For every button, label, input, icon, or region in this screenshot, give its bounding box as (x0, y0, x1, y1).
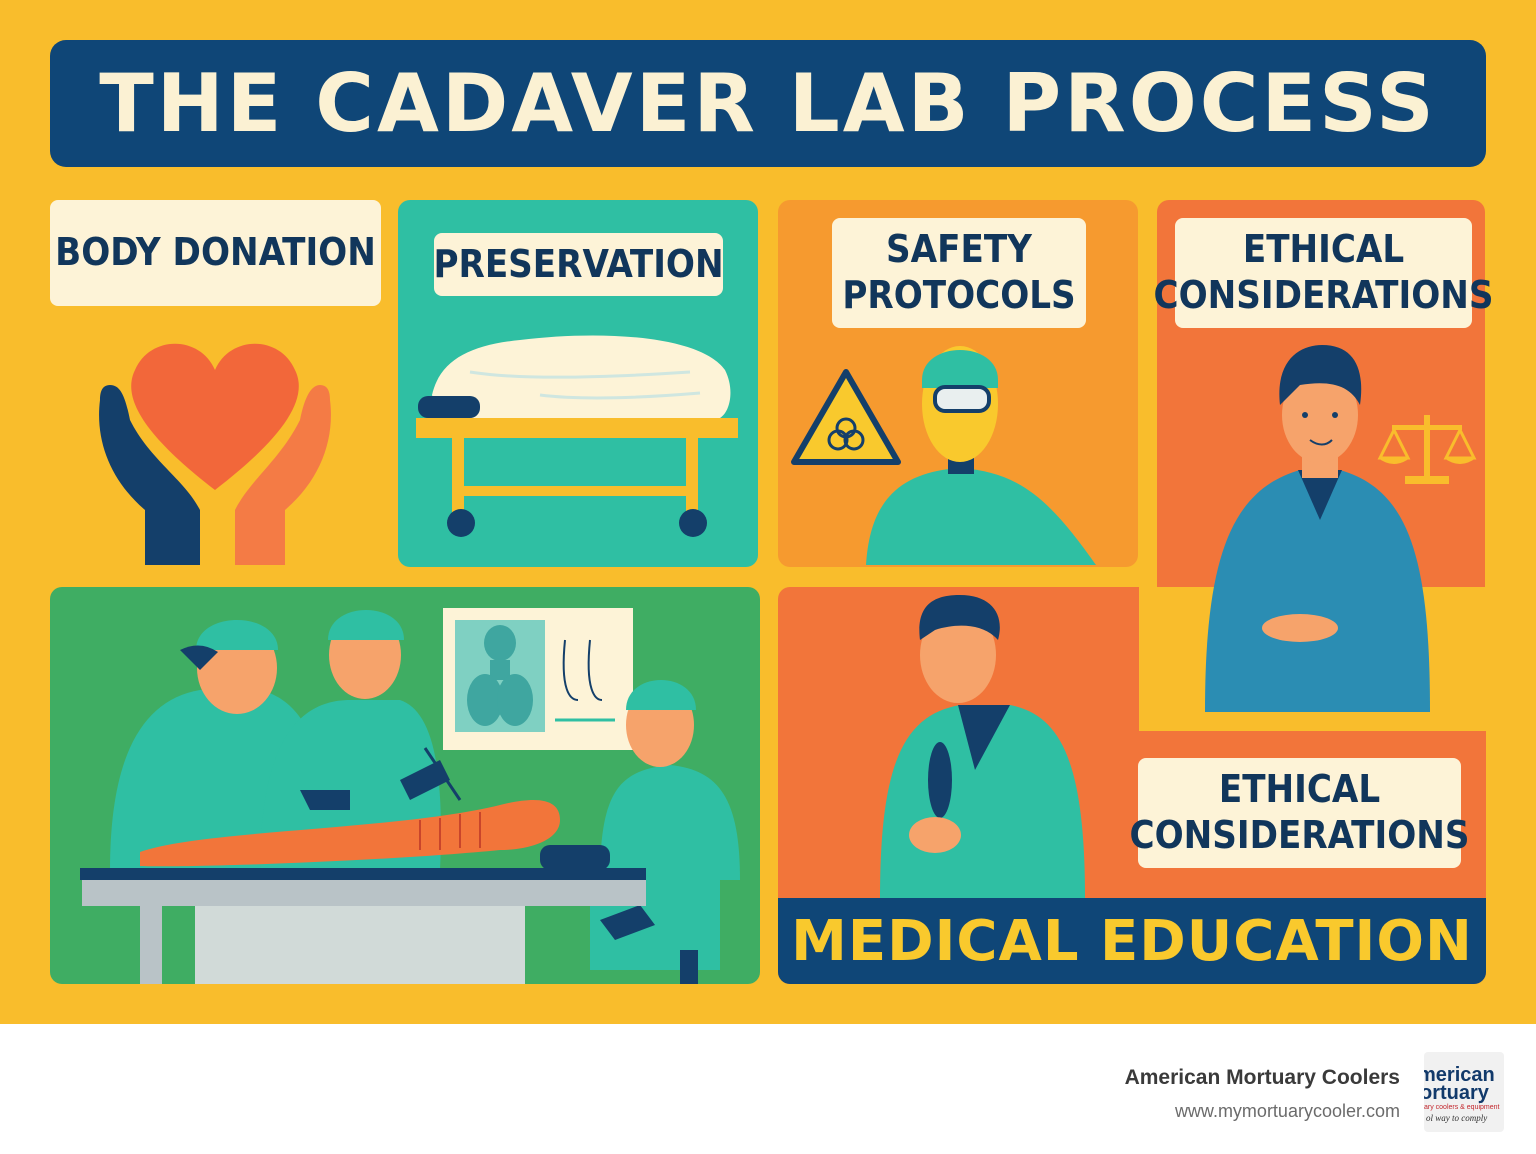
logo-line1: merican (1424, 1064, 1495, 1086)
illustrations (80, 335, 1477, 984)
logo-line3: ary coolers & equipment (1424, 1104, 1500, 1111)
logo-line4: ol way to comply (1426, 1113, 1488, 1123)
dissection-scene-icon (80, 610, 740, 984)
brand-name: American Mortuary Coolers (1124, 1066, 1400, 1089)
safety-line2: PROTOCOLS (842, 273, 1076, 317)
protective-gear-person-icon (866, 346, 1096, 565)
doctor-icon (1205, 345, 1430, 712)
logo-line2: ortuary (1424, 1082, 1489, 1104)
gurney-icon (416, 335, 738, 537)
xray-chart-icon (443, 608, 633, 750)
safety-line1: SAFETY (886, 227, 1032, 272)
brand-url: www.mymortuarycooler.com (1174, 1101, 1400, 1121)
preservation-label: PRESERVATION (433, 233, 724, 296)
scales-of-justice-icon (1377, 415, 1477, 484)
biohazard-icon (791, 369, 901, 465)
ethical1-line2: CONSIDERATIONS (1153, 273, 1494, 317)
ethical2-line2: CONSIDERATIONS (1129, 813, 1470, 857)
ethical1-line1: ETHICAL (1242, 227, 1405, 272)
heart-hands-icon (99, 343, 331, 565)
brand-logo: merican ortuary ary coolers & equipment … (1424, 1052, 1504, 1132)
page-title: THE CADAVER LAB PROCESS (99, 57, 1437, 150)
safety-protocols-label: SAFETY PROTOCOLS (832, 218, 1086, 328)
body-donation-label: BODY DONATION (50, 200, 381, 306)
ethical-considerations-label-top: ETHICAL CONSIDERATIONS (1154, 218, 1494, 328)
footer (0, 1024, 1536, 1154)
medical-education-label: MEDICAL EDUCATION (791, 908, 1473, 974)
ethical-considerations-label-bottom: ETHICAL CONSIDERATIONS (1130, 758, 1470, 868)
educator-icon (880, 595, 1085, 898)
ethical2-line1: ETHICAL (1218, 767, 1381, 812)
title-banner: THE CADAVER LAB PROCESS (50, 40, 1486, 167)
medical-education-banner: MEDICAL EDUCATION (778, 898, 1486, 984)
